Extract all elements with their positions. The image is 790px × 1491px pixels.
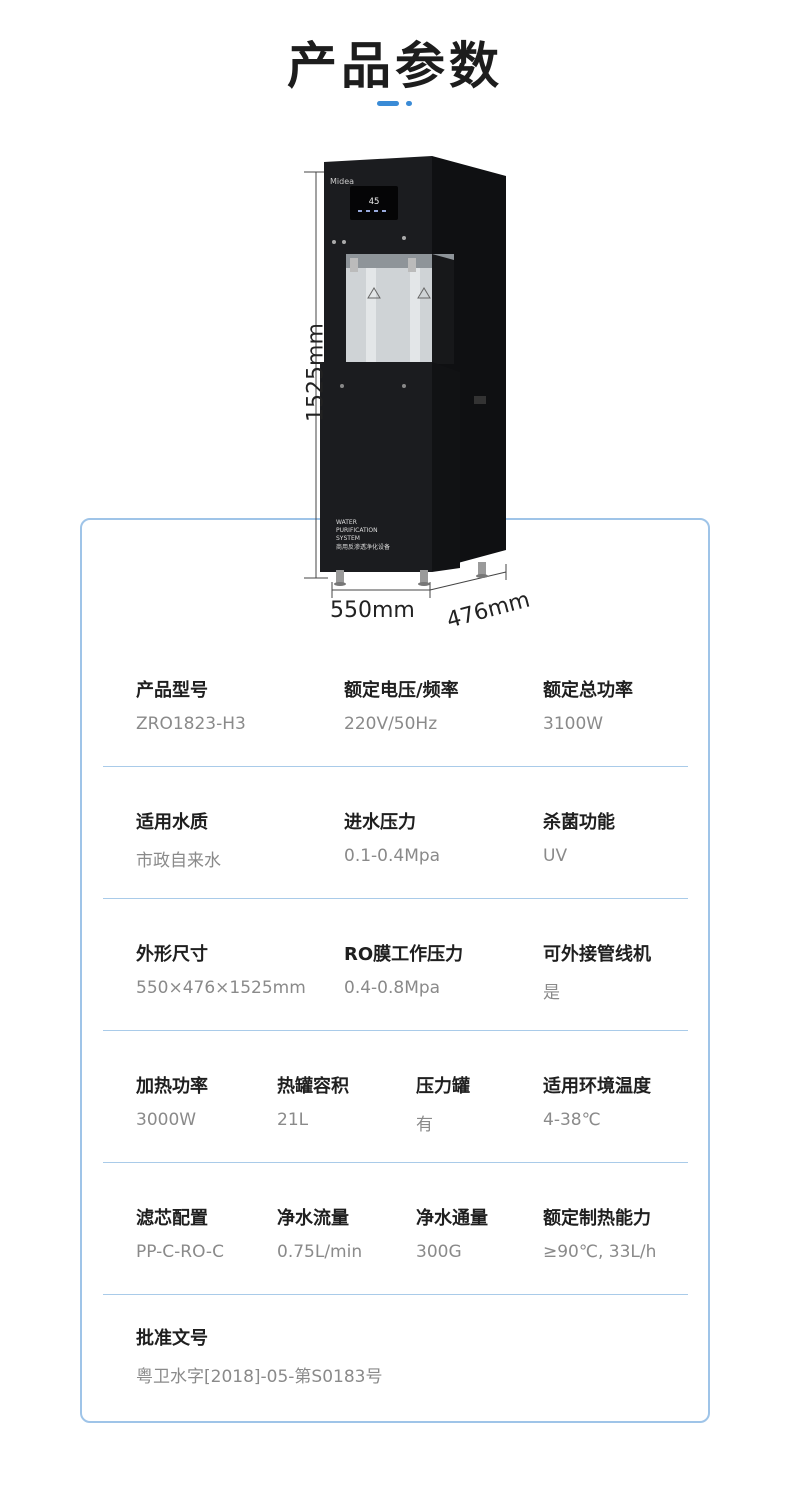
spec-tank-capacity: 热罐容积 21L (277, 1072, 349, 1130)
spec-label: 杀菌功能 (543, 812, 615, 833)
svg-text:45: 45 (369, 197, 380, 207)
spec-filter-config: 滤芯配置 PP-C-RO-C (136, 1204, 224, 1262)
spec-label: 进水压力 (344, 812, 416, 833)
spec-voltage: 额定电压/频率 220V/50Hz (344, 676, 459, 734)
spec-total-power: 额定总功率 3100W (543, 676, 633, 734)
spec-value: 220V/50Hz (344, 714, 438, 734)
spec-label: 适用水质 (136, 812, 208, 833)
spec-approval-number: 批准文号 粤卫水字[2018]-05-第S0183号 (136, 1324, 382, 1387)
spec-flow-rate: 净水流量 0.75L/min (277, 1204, 362, 1262)
spec-value: 市政自来水 (136, 851, 221, 871)
spec-ro-pressure: RO膜工作压力 0.4-0.8Mpa (344, 940, 463, 998)
spec-external-line: 可外接管线机 是 (543, 940, 651, 1003)
spec-label: 额定制热能力 (543, 1208, 651, 1229)
spec-card (80, 518, 710, 1423)
title-accent-bar (377, 101, 399, 106)
spec-label: 热罐容积 (277, 1076, 349, 1097)
spec-label: 可外接管线机 (543, 944, 651, 965)
spec-heating-capacity: 额定制热能力 ≥90℃, 33L/h (543, 1204, 656, 1262)
spec-label: 压力罐 (416, 1076, 470, 1097)
dimension-height-label: 1525mm (303, 323, 329, 422)
spec-water-quality: 适用水质 市政自来水 (136, 808, 221, 871)
title-accent-dot (406, 101, 412, 106)
spec-label: 适用环境温度 (543, 1076, 651, 1097)
spec-value: 0.75L/min (277, 1242, 363, 1262)
spec-sterilization: 杀菌功能 UV (543, 808, 615, 866)
spec-value: ZRO1823-H3 (136, 714, 246, 734)
spec-label: 批准文号 (136, 1328, 208, 1349)
spec-value: PP-C-RO-C (136, 1242, 224, 1262)
spec-value: 300G (416, 1242, 462, 1262)
divider (103, 1162, 688, 1163)
spec-value: 0.4-0.8Mpa (344, 978, 441, 998)
spec-label: 滤芯配置 (136, 1208, 208, 1229)
spec-inlet-pressure: 进水压力 0.1-0.4Mpa (344, 808, 440, 866)
divider (103, 766, 688, 767)
spec-label: 额定电压/频率 (344, 680, 459, 701)
svg-text:Midea: Midea (330, 177, 354, 186)
divider (103, 898, 688, 899)
spec-label: 产品型号 (136, 680, 208, 701)
spec-value: UV (543, 846, 568, 866)
spec-flux: 净水通量 300G (416, 1204, 488, 1262)
spec-value: 是 (543, 983, 560, 1003)
divider (103, 1030, 688, 1031)
spec-label: 加热功率 (136, 1076, 208, 1097)
spec-value: 0.1-0.4Mpa (344, 846, 441, 866)
spec-ambient-temp: 适用环境温度 4-38℃ (543, 1072, 651, 1130)
divider (103, 1294, 688, 1295)
water-purifier-image: 45 Midea WATER PURIFICATION SYSTEM 商用反渗透… (320, 156, 506, 586)
spec-label: 净水流量 (277, 1208, 349, 1229)
spec-value: 21L (277, 1110, 309, 1130)
page-title: 产品参数 (287, 37, 503, 95)
spec-value: 550×476×1525mm (136, 978, 306, 998)
spec-value: 有 (416, 1115, 433, 1135)
dimension-lines (304, 171, 507, 598)
spec-heating-power: 加热功率 3000W (136, 1072, 208, 1130)
svg-text:PURIFICATION: PURIFICATION (336, 527, 378, 534)
spec-pressure-tank: 压力罐 有 (416, 1072, 470, 1135)
svg-text:SYSTEM: SYSTEM (336, 535, 360, 542)
spec-value: 4-38℃ (543, 1110, 601, 1130)
spec-label: 外形尺寸 (136, 944, 208, 965)
spec-dimensions: 外形尺寸 550×476×1525mm (136, 940, 306, 998)
spec-label: 净水通量 (416, 1208, 488, 1229)
spec-value: ≥90℃, 33L/h (543, 1242, 657, 1262)
spec-label: RO膜工作压力 (344, 944, 464, 965)
svg-text:商用反渗透净化设备: 商用反渗透净化设备 (336, 543, 390, 551)
spec-value: 3000W (136, 1110, 197, 1130)
spec-value: 3100W (543, 714, 604, 734)
svg-text:WATER: WATER (336, 519, 357, 526)
spec-label: 额定总功率 (543, 680, 633, 701)
dimension-width-label: 550mm (330, 598, 415, 623)
spec-value: 粤卫水字[2018]-05-第S0183号 (136, 1367, 383, 1387)
spec-model: 产品型号 ZRO1823-H3 (136, 676, 246, 734)
